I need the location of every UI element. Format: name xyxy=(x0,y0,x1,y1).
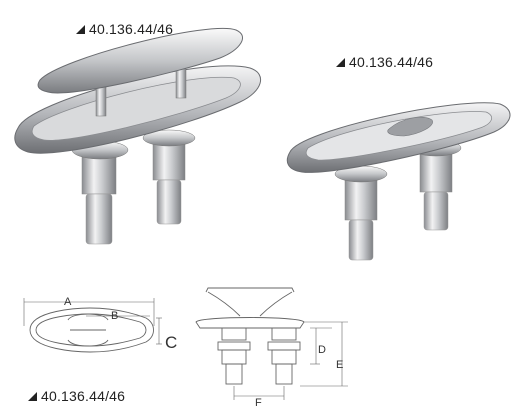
model-label-closed: 40.136.44/46 xyxy=(336,54,433,70)
side-view-drawing xyxy=(195,287,348,400)
model-number-text: 40.136.44/46 xyxy=(349,54,434,70)
triangle-icon xyxy=(336,58,345,67)
dim-label-c: C xyxy=(165,333,177,352)
triangle-icon xyxy=(76,25,85,34)
model-label-open: 40.136.44/46 xyxy=(76,21,173,37)
dim-label-a: A xyxy=(64,296,72,308)
dim-label-f: F xyxy=(255,397,262,409)
model-number-text: 40.136.44/46 xyxy=(89,21,174,37)
triangle-icon xyxy=(28,392,37,401)
cleat-open-photo xyxy=(14,27,262,245)
cleat-closed-photo xyxy=(286,102,511,261)
model-label-drawing: 40.136.44/46 xyxy=(28,388,125,404)
model-number-text: 40.136.44/46 xyxy=(41,388,126,404)
dim-label-d: D xyxy=(318,344,326,356)
top-view-drawing xyxy=(23,298,162,353)
dim-label-b: B xyxy=(111,310,118,322)
dim-label-e: E xyxy=(336,359,343,371)
